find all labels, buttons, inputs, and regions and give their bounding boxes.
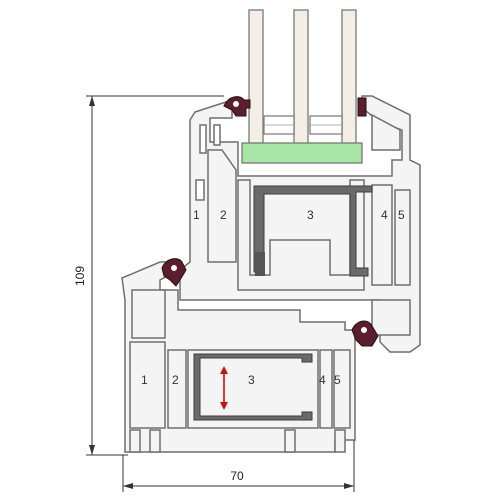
steel-reinforcement-lower (193, 353, 313, 421)
reinforcement-arrow (220, 366, 228, 410)
width-dimension (122, 440, 355, 492)
lower-chamber-label-3: 3 (248, 373, 255, 387)
width-dimension-label: 70 (230, 469, 244, 483)
sash-profile (179, 95, 421, 353)
height-dimension-label: 109 (73, 266, 87, 286)
upper-chamber-label-4: 4 (381, 208, 388, 222)
lower-chamber-label-5: 5 (334, 373, 341, 387)
upper-chamber-label-5: 5 (398, 208, 405, 222)
lower-chamber-label-1: 1 (141, 373, 148, 387)
gasket-seals (161, 96, 379, 347)
lower-chamber-label-2: 2 (172, 373, 179, 387)
glass-unit (248, 9, 357, 151)
reinforcement-foot (255, 252, 265, 276)
upper-chamber-label-3: 3 (307, 208, 314, 222)
height-dimension (86, 95, 224, 456)
glazing-block (241, 142, 363, 164)
upper-chamber-label-2: 2 (220, 208, 227, 222)
upper-chamber-label-1: 1 (193, 208, 200, 222)
lower-chamber-label-4: 4 (319, 373, 326, 387)
